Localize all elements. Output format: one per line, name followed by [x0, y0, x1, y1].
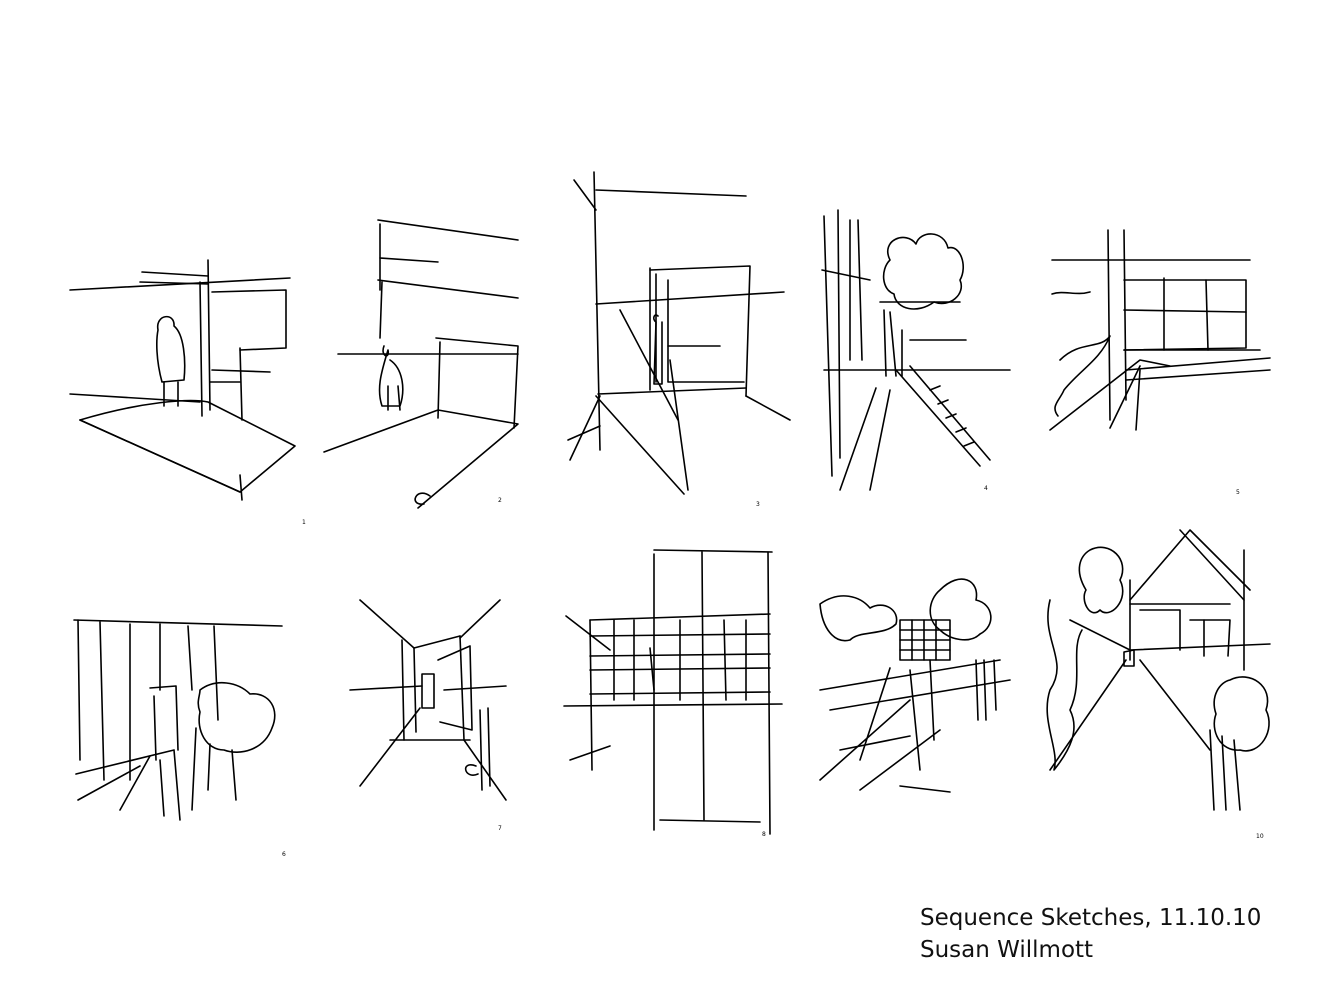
sketch-number: 6: [282, 851, 286, 858]
sketch-number: 2: [498, 497, 502, 504]
sketch-2: 2: [318, 210, 528, 520]
sketch-10: 10: [1030, 520, 1290, 840]
sketch-number: 4: [984, 485, 988, 492]
sketch-3: 3: [560, 160, 800, 510]
sketch-number: 10: [1256, 833, 1264, 840]
sketch-number: 3: [756, 501, 760, 508]
sketch-number: 7: [498, 825, 502, 832]
sketch-5: 5: [1040, 220, 1280, 510]
sketch-1: 1: [60, 230, 310, 530]
caption-author: Susan Willmott: [920, 937, 1094, 963]
sketch-4: 4: [810, 190, 1030, 510]
sketch-8: 8: [550, 540, 790, 840]
sketch-7: 7: [330, 590, 540, 850]
caption: Sequence Sketches, 11.10.10 Susan Willmo…: [920, 902, 1261, 966]
sketch-number: 5: [1236, 489, 1240, 496]
caption-title: Sequence Sketches, 11.10.10: [920, 905, 1262, 931]
sketch-6: 6: [60, 600, 310, 870]
sketch-number: 1: [302, 519, 306, 526]
sketch-9: 9: [800, 560, 1020, 832]
sketch-number: 8: [762, 831, 766, 838]
